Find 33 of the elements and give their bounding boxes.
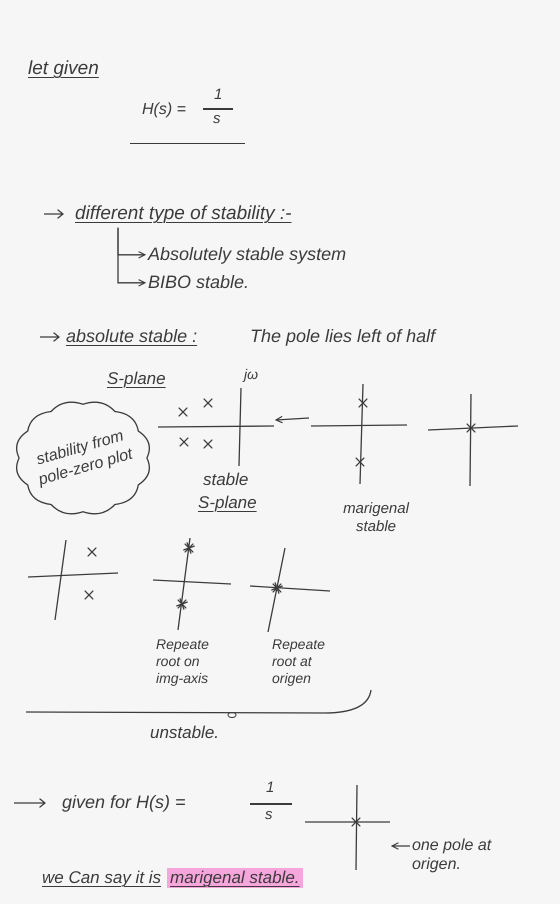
leader-text: one pole at origen.	[412, 836, 516, 874]
sentence-text: we Can say it is	[42, 868, 162, 888]
fraction-denominator: s	[265, 806, 272, 824]
fraction-numerator: 1	[214, 86, 222, 104]
pole-zero-plot	[158, 388, 274, 466]
note-text: The pole lies left of half	[250, 326, 436, 348]
plane-label: S-plane	[107, 369, 166, 390]
pole-zero-plot	[305, 785, 390, 870]
axis-label: jω	[244, 366, 258, 383]
pole-zero-plot	[428, 394, 518, 486]
heading-text: absolute stable :	[66, 326, 198, 348]
plot-caption: stable	[203, 470, 248, 490]
list-item: BIBO stable.	[148, 272, 250, 294]
branch-arrow	[117, 228, 146, 287]
list-item: Absolutely stable system	[148, 244, 346, 266]
heading-text: different type of stability :-	[75, 203, 292, 226]
plot-caption: Repeate root at origen	[272, 636, 326, 686]
highlighted-text: marigenal stable.	[167, 868, 303, 888]
formula-text: given for H(s) =	[62, 792, 186, 814]
leader-arrow	[391, 842, 410, 850]
arrow	[275, 416, 310, 424]
formula-text: H(s) =	[142, 100, 186, 120]
pole-zero-plot	[311, 384, 407, 484]
fraction-denominator: s	[213, 110, 220, 128]
pole-zero-plot	[28, 540, 118, 620]
fraction-numerator: 1	[266, 779, 274, 797]
plot-caption: S-plane	[198, 493, 257, 514]
pole-zero-plot	[153, 538, 231, 630]
pole-zero-plot	[250, 548, 330, 632]
plot-caption: Repeate root on img-axis	[156, 636, 210, 686]
plot-caption: marigenal stable	[342, 500, 410, 536]
note-text: let given	[28, 58, 99, 81]
group-label: unstable.	[150, 723, 219, 744]
